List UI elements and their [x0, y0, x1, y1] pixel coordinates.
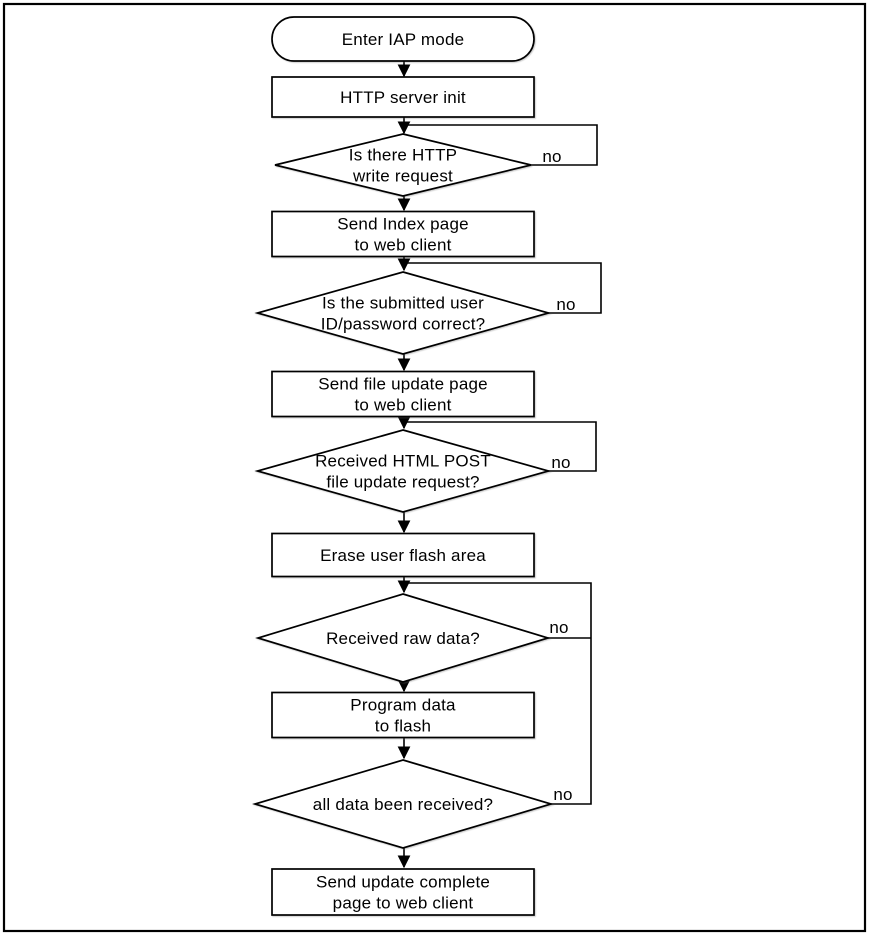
no-label: no	[551, 453, 570, 472]
node-label: to web client	[354, 396, 451, 415]
node-erase-user-flash-area: Erase user flash area	[271, 532, 535, 578]
is-http-write-request-diamond	[274, 133, 532, 197]
node-label: Send update complete	[316, 873, 490, 892]
no-label: no	[556, 295, 575, 314]
node-label: Is there HTTP	[349, 146, 457, 165]
no-label: no	[553, 785, 572, 804]
node-program-data-to-flash: Program data to flash	[271, 691, 535, 739]
node-label: file update request?	[326, 473, 479, 492]
node-label: Is the submitted user	[322, 294, 484, 313]
no-loop-line-is-http-write-request	[404, 124, 598, 166]
node-is-http-write-request: Is there HTTP write request	[274, 133, 532, 197]
node-label: Erase user flash area	[320, 546, 486, 565]
node-label: Send file update page	[318, 375, 488, 394]
no-loop-line-is-id-password-correct	[404, 262, 602, 314]
program-data-to-flash-box	[271, 691, 535, 739]
node-received-raw-data: Received raw data?	[255, 593, 551, 683]
http-server-init-box	[271, 76, 535, 118]
node-http-server-init: HTTP server init	[271, 76, 535, 118]
node-label: Program data	[350, 696, 456, 715]
node-label: page to web client	[333, 894, 474, 913]
node-label: Received HTML POST	[315, 452, 491, 471]
enter-iap-mode-stadium	[271, 16, 535, 62]
node-send-file-update-page: Send file update page to web client	[271, 370, 535, 418]
node-label: to flash	[375, 717, 431, 736]
no-loop-line-received-html-post	[404, 421, 597, 472]
no-loop-line-all-data-been-received	[404, 582, 592, 805]
node-label: HTTP server init	[340, 88, 466, 107]
node-all-data-been-received: all data been received?	[252, 759, 554, 849]
node-label: Enter IAP mode	[342, 30, 465, 49]
node-received-html-post: Received HTML POST file update request?	[254, 429, 552, 513]
send-index-page-box	[271, 210, 535, 258]
node-send-index-page: Send Index page to web client	[271, 210, 535, 258]
erase-user-flash-area-box	[271, 532, 535, 578]
received-html-post-diamond	[254, 429, 552, 513]
no-label: no	[542, 147, 561, 166]
node-send-update-complete: Send update complete page to web client	[271, 868, 535, 916]
send-file-update-page-box	[271, 370, 535, 418]
node-label: Send Index page	[337, 215, 469, 234]
node-label: all data been received?	[313, 795, 493, 814]
received-raw-data-diamond	[255, 593, 551, 683]
node-enter-iap-mode: Enter IAP mode	[271, 16, 535, 62]
is-id-password-correct-diamond	[254, 271, 552, 355]
node-label: ID/password correct?	[321, 315, 486, 334]
all-data-been-received-diamond	[252, 759, 554, 849]
node-label: to web client	[354, 236, 451, 255]
node-label: Received raw data?	[326, 629, 480, 648]
no-label: no	[549, 618, 568, 637]
send-update-complete-box	[271, 868, 535, 916]
node-label: write request	[352, 167, 453, 186]
